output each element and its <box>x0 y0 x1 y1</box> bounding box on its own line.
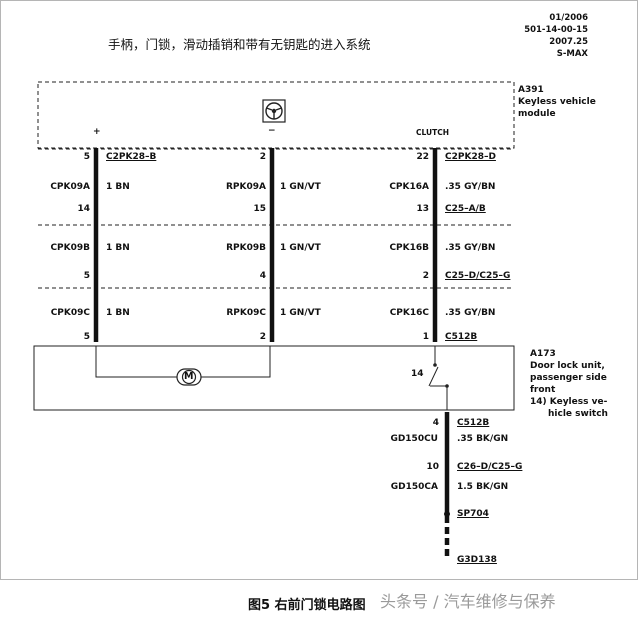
pin-label: 1 <box>422 332 429 342</box>
pin-label: 5 <box>83 271 90 281</box>
wire-spec: .35 BK/GN <box>457 434 509 444</box>
keyless-switch-symbol <box>428 346 448 410</box>
figure-caption: 图5 右前门锁电路图 <box>248 598 366 613</box>
connector-c25dg: C25–D/C25–G <box>445 271 511 281</box>
wire-id-cpk09a: CPK09A <box>50 182 90 192</box>
connector-c512b-top: C512B <box>445 332 478 342</box>
motor-circuit <box>95 346 271 378</box>
meta-model: S-MAX <box>556 49 588 59</box>
meta-date: 01/2006 <box>549 13 588 23</box>
connector-c2pk28d: C2PK28–D <box>445 152 496 162</box>
connector-boundaries <box>38 148 514 289</box>
unit-a173-box <box>33 345 515 411</box>
wire-spec: 1 BN <box>106 243 130 253</box>
wire-bundles <box>93 148 450 505</box>
pin-label: 22 <box>416 152 429 162</box>
pin-label: 2 <box>259 152 266 162</box>
pin-label: 2 <box>422 271 429 281</box>
wire-id-cpk09c: CPK09C <box>50 308 90 318</box>
splice-sp704-dot <box>444 511 450 517</box>
wire-spec: .35 GY/BN <box>445 243 496 253</box>
diagram-frame <box>0 0 638 580</box>
wire-id-rpk09b: RPK09B <box>226 243 266 253</box>
wire-spec: 1 BN <box>106 308 130 318</box>
module-a391-box <box>37 81 515 149</box>
wire-id-cpk16c: CPK16C <box>389 308 429 318</box>
wire-id-cpk16a: CPK16A <box>389 182 429 192</box>
pin-clutch: CLUTCH <box>416 128 450 137</box>
unit-a173-label: A173 Door lock unit, passenger side fron… <box>530 349 608 419</box>
pin-label: 2 <box>259 332 266 342</box>
splice-sp704: SP704 <box>457 509 489 519</box>
connector-c25ab: C25–A/B <box>445 204 486 214</box>
wire-spec: .35 GY/BN <box>445 308 496 318</box>
pin-label: 5 <box>83 332 90 342</box>
watermark: 头条号 / 汽车维修与保养 <box>380 592 556 611</box>
pin-label: 10 <box>426 462 439 472</box>
wire-spec: 1.5 BK/GN <box>457 482 509 492</box>
ground-g3d138: G3D138 <box>457 555 497 565</box>
wire-id-cpk16b: CPK16B <box>389 243 429 253</box>
diagram-title: 手柄，门锁，滑动插销和带有无钥匙的进入系统 <box>108 37 371 52</box>
wire-spec: 1 GN/VT <box>280 308 321 318</box>
meta-ref: 501-14-00-15 <box>524 25 588 35</box>
wire-spec: 1 GN/VT <box>280 243 321 253</box>
steering-wheel-icon <box>262 99 286 123</box>
wire-id-rpk09c: RPK09C <box>226 308 266 318</box>
document-meta: 01/2006 501-14-00-15 2007.25 S-MAX <box>496 12 588 60</box>
pin-minus: − <box>268 126 276 136</box>
pin-plus: + <box>93 127 101 137</box>
switch-pin-label: 14 <box>411 369 424 379</box>
meta-version: 2007.25 <box>549 37 588 47</box>
connector-c512b-bottom: C512B <box>457 418 490 428</box>
wire-spec: 1 GN/VT <box>280 182 321 192</box>
pin-label: 15 <box>253 204 266 214</box>
wire-spec: 1 BN <box>106 182 130 192</box>
pin-label: 14 <box>77 204 90 214</box>
motor-symbol: M <box>184 371 194 382</box>
wire-spec: .35 GY/BN <box>445 182 496 192</box>
pin-label: 4 <box>432 418 439 428</box>
wire-id-cpk09b: CPK09B <box>50 243 90 253</box>
wire-id-rpk09a: RPK09A <box>226 182 266 192</box>
wire-id-gd150cu: GD150CU <box>390 434 438 444</box>
module-a391-label: A391 Keyless vehicle module <box>518 85 596 119</box>
connector-c2pk28b: C2PK28–B <box>106 152 157 162</box>
motor-icon <box>175 368 203 386</box>
pin-label: 13 <box>416 204 429 214</box>
pin-label: 4 <box>259 271 266 281</box>
connector-c26dg: C26–D/C25–G <box>457 462 523 472</box>
wire-id-gd150ca: GD150CA <box>390 482 438 492</box>
pin-label: 5 <box>83 152 90 162</box>
